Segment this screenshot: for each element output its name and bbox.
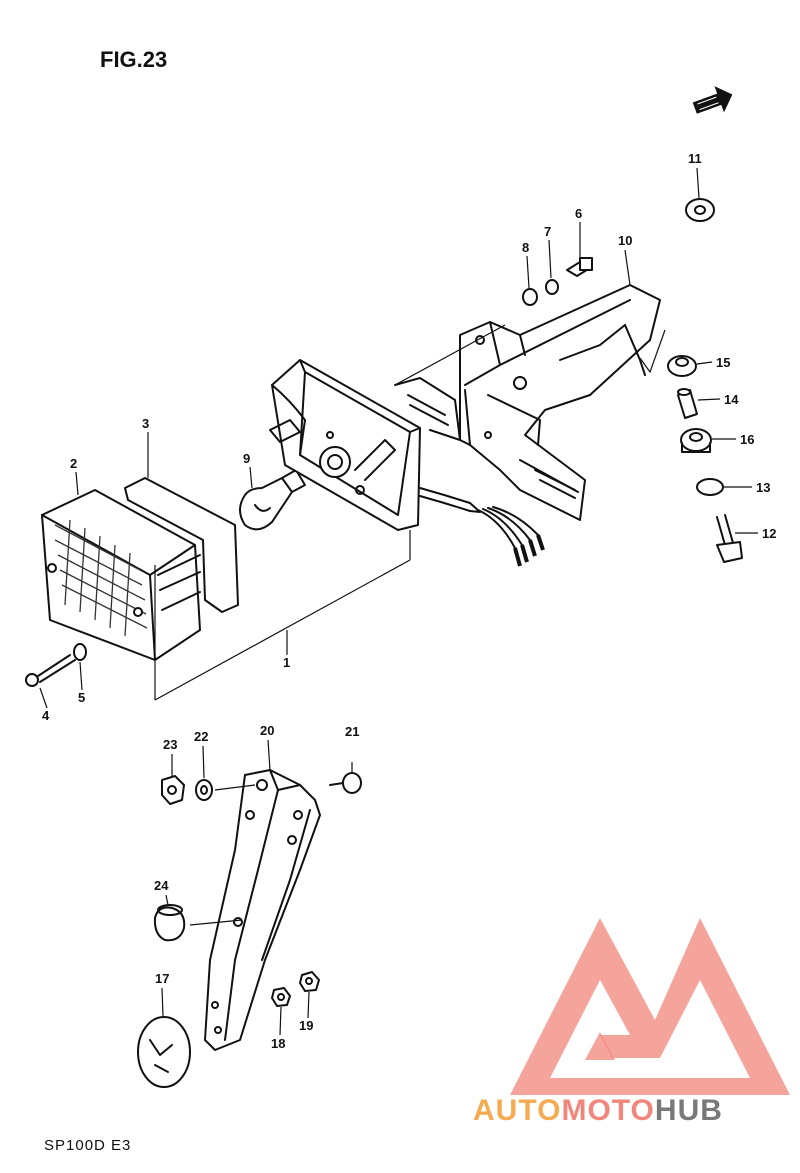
watermark-moto: MOTO xyxy=(561,1094,654,1127)
collar xyxy=(677,388,698,419)
lock-washer xyxy=(545,279,559,295)
mounting-bracket xyxy=(394,284,661,521)
callout-5: 5 xyxy=(78,690,85,705)
callout-24: 24 xyxy=(154,878,169,893)
callout-2: 2 xyxy=(70,456,77,471)
watermark: AUTOMOTOHUB xyxy=(473,918,790,1127)
svg-text:AUTOMOTOHUB: AUTOMOTOHUB xyxy=(473,1094,723,1127)
assembly-outline xyxy=(154,530,411,701)
callout-6: 6 xyxy=(575,206,582,221)
reflector-washer xyxy=(299,971,320,992)
callout-4: 4 xyxy=(42,708,50,723)
callout-13: 13 xyxy=(756,480,770,495)
callout-20: 20 xyxy=(260,723,274,738)
callout-23: 23 xyxy=(163,737,177,752)
cushion xyxy=(667,355,697,377)
callout-16: 16 xyxy=(740,432,754,447)
reflector xyxy=(137,1016,191,1088)
bracket-leaders xyxy=(189,739,353,926)
callout-19: 19 xyxy=(299,1018,313,1033)
model-code: SP100D E3 xyxy=(44,1137,131,1154)
washer xyxy=(696,478,724,496)
callout-8: 8 xyxy=(522,240,529,255)
lens-screw xyxy=(25,654,76,687)
wiring-harness xyxy=(419,487,545,567)
bulb xyxy=(239,469,306,531)
callout-11: 11 xyxy=(688,151,702,166)
callout-12: 12 xyxy=(762,526,776,541)
lamp-gasket xyxy=(124,477,239,613)
lens-washer xyxy=(73,643,87,661)
bracket-nut xyxy=(161,775,185,805)
callout-22: 22 xyxy=(194,729,208,744)
bracket-bolt xyxy=(329,772,362,794)
callout-9: 9 xyxy=(243,451,250,466)
watermark-auto: AUTO xyxy=(473,1094,561,1127)
bracket-screw xyxy=(566,257,593,277)
lamp-lens xyxy=(41,489,201,661)
lamp-housing xyxy=(269,359,421,531)
bolt xyxy=(716,514,743,563)
guide-lines xyxy=(394,324,666,386)
callout-17: 17 xyxy=(155,971,169,986)
callout-15: 15 xyxy=(716,355,730,370)
arrow-forward-icon xyxy=(692,86,733,114)
callout-7: 7 xyxy=(544,224,551,239)
rubber-grommet xyxy=(685,198,715,222)
callout-3: 3 xyxy=(142,416,149,431)
nut xyxy=(680,428,712,453)
figure-title: FIG.23 xyxy=(100,47,167,72)
watermark-hub: HUB xyxy=(655,1094,723,1127)
callout-10: 10 xyxy=(618,233,632,248)
watermark-logo-icon xyxy=(510,918,790,1095)
reflector-nut xyxy=(271,987,291,1007)
callout-18: 18 xyxy=(271,1036,285,1051)
callout-1: 1 xyxy=(283,655,290,670)
callout-14: 14 xyxy=(724,392,739,407)
callout-21: 21 xyxy=(345,724,359,739)
rubber-cap xyxy=(153,904,186,942)
plain-washer xyxy=(522,288,538,306)
callout-labels: 1 2 3 4 5 6 7 8 9 10 11 12 13 14 15 16 1… xyxy=(39,151,776,1051)
plate-bracket xyxy=(204,769,321,1051)
bracket-washer xyxy=(195,779,213,801)
